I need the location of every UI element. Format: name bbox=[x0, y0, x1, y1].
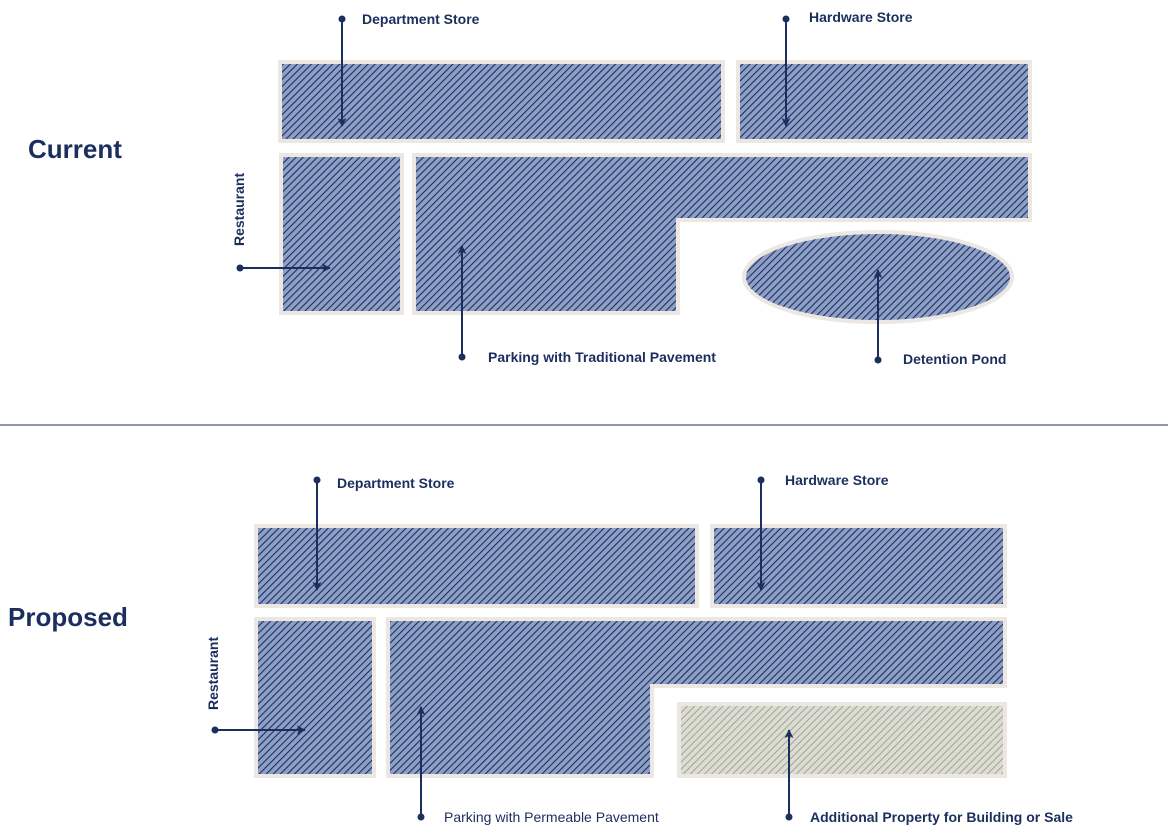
current-parking-block bbox=[412, 153, 1032, 315]
proposed-hardware-store-block bbox=[710, 524, 1007, 608]
current-hardware-store-callout: Hardware Store bbox=[781, 9, 913, 127]
proposed-department-store-label: Department Store bbox=[337, 475, 455, 491]
current-department-store-block bbox=[278, 60, 725, 143]
proposed-restaurant-label: Restaurant bbox=[205, 637, 221, 710]
proposed-restaurant-callout: Restaurant bbox=[205, 637, 306, 735]
current-detention-pond-label: Detention Pond bbox=[903, 351, 1006, 367]
proposed-hardware-store-label: Hardware Store bbox=[785, 472, 889, 488]
proposed-additional-property-block bbox=[677, 702, 1007, 778]
current-restaurant-block bbox=[279, 153, 404, 315]
proposed-parking-block bbox=[386, 617, 1007, 778]
current-heading: Current bbox=[28, 134, 122, 164]
proposed-department-store-block bbox=[254, 524, 699, 608]
proposed-hardware-store-callout: Hardware Store bbox=[756, 472, 889, 591]
current-department-store-callout: Department Store bbox=[337, 11, 480, 127]
current-department-store-label: Department Store bbox=[362, 11, 480, 27]
proposed-heading: Proposed bbox=[8, 602, 128, 632]
current-section: Current Department Store Hardware Store … bbox=[28, 9, 1032, 367]
proposed-section: Proposed Department Store Hardware Store… bbox=[8, 472, 1073, 825]
proposed-additional-property-label: Additional Property for Building or Sale bbox=[810, 809, 1073, 825]
proposed-department-store-callout: Department Store bbox=[312, 475, 455, 591]
current-restaurant-callout: Restaurant bbox=[231, 173, 331, 273]
current-parking-callout: Parking with Traditional Pavement bbox=[457, 245, 716, 365]
current-hardware-store-label: Hardware Store bbox=[809, 9, 913, 25]
current-hardware-store-block bbox=[736, 60, 1032, 143]
current-parking-label: Parking with Traditional Pavement bbox=[488, 349, 716, 365]
current-restaurant-label: Restaurant bbox=[231, 173, 247, 246]
current-detention-pond-callout: Detention Pond bbox=[873, 269, 1006, 367]
proposed-parking-callout: Parking with Permeable Pavement bbox=[416, 706, 659, 825]
proposed-parking-label: Parking with Permeable Pavement bbox=[444, 809, 659, 825]
proposed-restaurant-block bbox=[254, 617, 376, 778]
proposed-additional-property-callout: Additional Property for Building or Sale bbox=[784, 729, 1073, 825]
